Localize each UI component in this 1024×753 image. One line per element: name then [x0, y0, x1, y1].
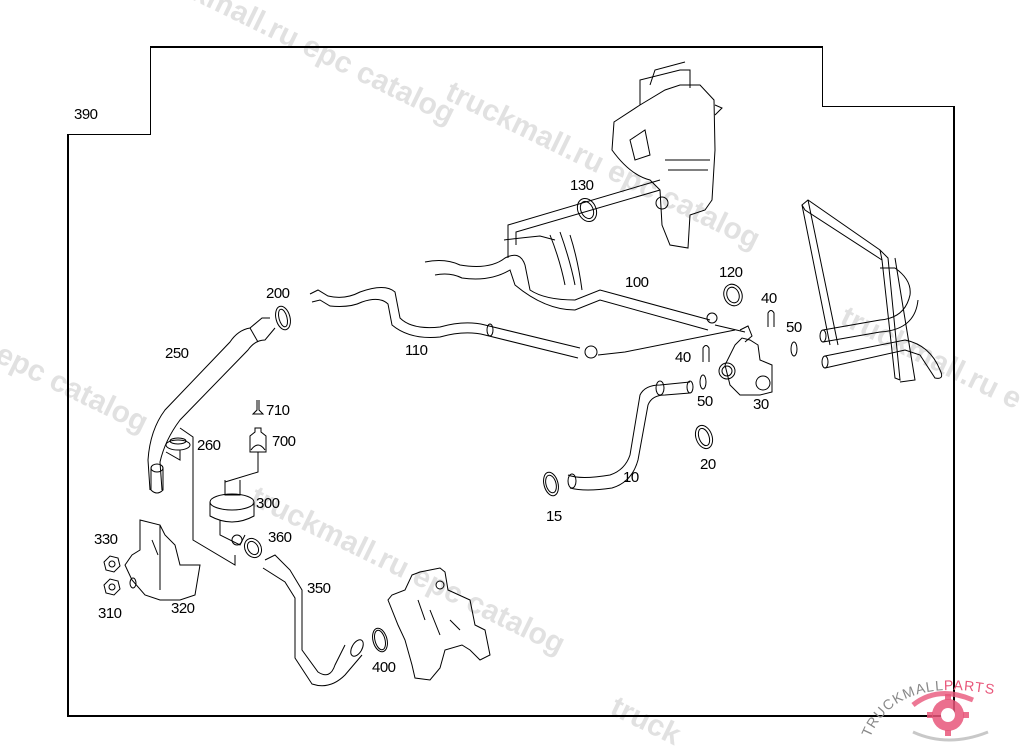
seal-50-part[interactable] — [699, 374, 707, 390]
callout-50[interactable]: 50 — [786, 319, 802, 336]
callout-700[interactable]: 700 — [272, 433, 296, 450]
callout-20[interactable]: 20 — [700, 456, 716, 473]
leader-line — [192, 450, 236, 566]
hose-250-part[interactable] — [147, 317, 276, 494]
callout-130[interactable]: 130 — [570, 177, 594, 194]
sensor-700-part[interactable] — [224, 427, 267, 483]
bracket-320-part[interactable] — [124, 519, 201, 601]
gear-icon — [911, 691, 989, 742]
callout-30[interactable]: 30 — [753, 396, 769, 413]
inset-view-symbol — [822, 46, 955, 107]
callout-390[interactable]: 390 — [74, 106, 98, 123]
callout-50[interactable]: 50 — [697, 393, 713, 410]
clamp-400-part[interactable] — [370, 627, 390, 654]
callout-120[interactable]: 120 — [719, 264, 743, 281]
callout-40[interactable]: 40 — [675, 349, 691, 366]
pump-300-part[interactable] — [209, 480, 255, 546]
hose-110-part[interactable] — [309, 287, 736, 359]
clamp-130-part[interactable] — [574, 195, 600, 224]
callout-400[interactable]: 400 — [372, 659, 396, 676]
callout-200[interactable]: 200 — [266, 285, 290, 302]
callout-260[interactable]: 260 — [197, 437, 221, 454]
callout-10[interactable]: 10 — [623, 469, 639, 486]
callout-300[interactable]: 300 — [256, 495, 280, 512]
callout-15[interactable]: 15 — [546, 508, 562, 525]
callout-360[interactable]: 360 — [268, 529, 292, 546]
clamp-20-part[interactable] — [692, 423, 715, 451]
callout-110[interactable]: 110 — [405, 342, 428, 359]
nut-310-part[interactable] — [103, 578, 121, 596]
clamp-260-part[interactable] — [165, 427, 194, 475]
callout-320[interactable]: 320 — [171, 600, 195, 617]
plug-710-part[interactable] — [251, 400, 265, 415]
hose-350-part[interactable] — [262, 554, 366, 687]
callout-250[interactable]: 250 — [165, 345, 189, 362]
clip-40-part[interactable] — [702, 345, 710, 363]
callout-350[interactable]: 350 — [307, 580, 331, 597]
logo-text: TRUCKMALLPARTS — [858, 677, 997, 739]
clamp-15-part[interactable] — [541, 471, 561, 498]
truckmallparts-logo: TRUCKMALLPARTS — [858, 677, 997, 742]
nut-330-part[interactable] — [103, 555, 121, 573]
inset-part-390 — [67, 46, 151, 135]
callout-100[interactable]: 100 — [625, 274, 649, 291]
hose-100-part[interactable] — [424, 231, 718, 331]
valve-30-part[interactable] — [714, 324, 773, 396]
clamp-200-part[interactable] — [273, 305, 293, 332]
hose-10-part[interactable] — [567, 380, 694, 491]
hose-130-part[interactable] — [503, 179, 661, 258]
callout-310[interactable]: 310 — [98, 605, 122, 622]
clamp-360-part[interactable] — [241, 535, 265, 560]
heater-core-part[interactable] — [801, 199, 943, 383]
diagram-frame — [67, 46, 955, 717]
callout-330[interactable]: 330 — [94, 531, 118, 548]
callout-710[interactable]: 710 — [266, 402, 290, 419]
clip-40-part[interactable] — [767, 310, 775, 328]
callout-40[interactable]: 40 — [761, 290, 777, 307]
expansion-tank-part[interactable] — [611, 61, 723, 249]
water-pump-housing-part[interactable] — [387, 567, 491, 681]
clamp-120-part[interactable] — [721, 282, 745, 309]
seal-50-part[interactable] — [790, 341, 798, 357]
